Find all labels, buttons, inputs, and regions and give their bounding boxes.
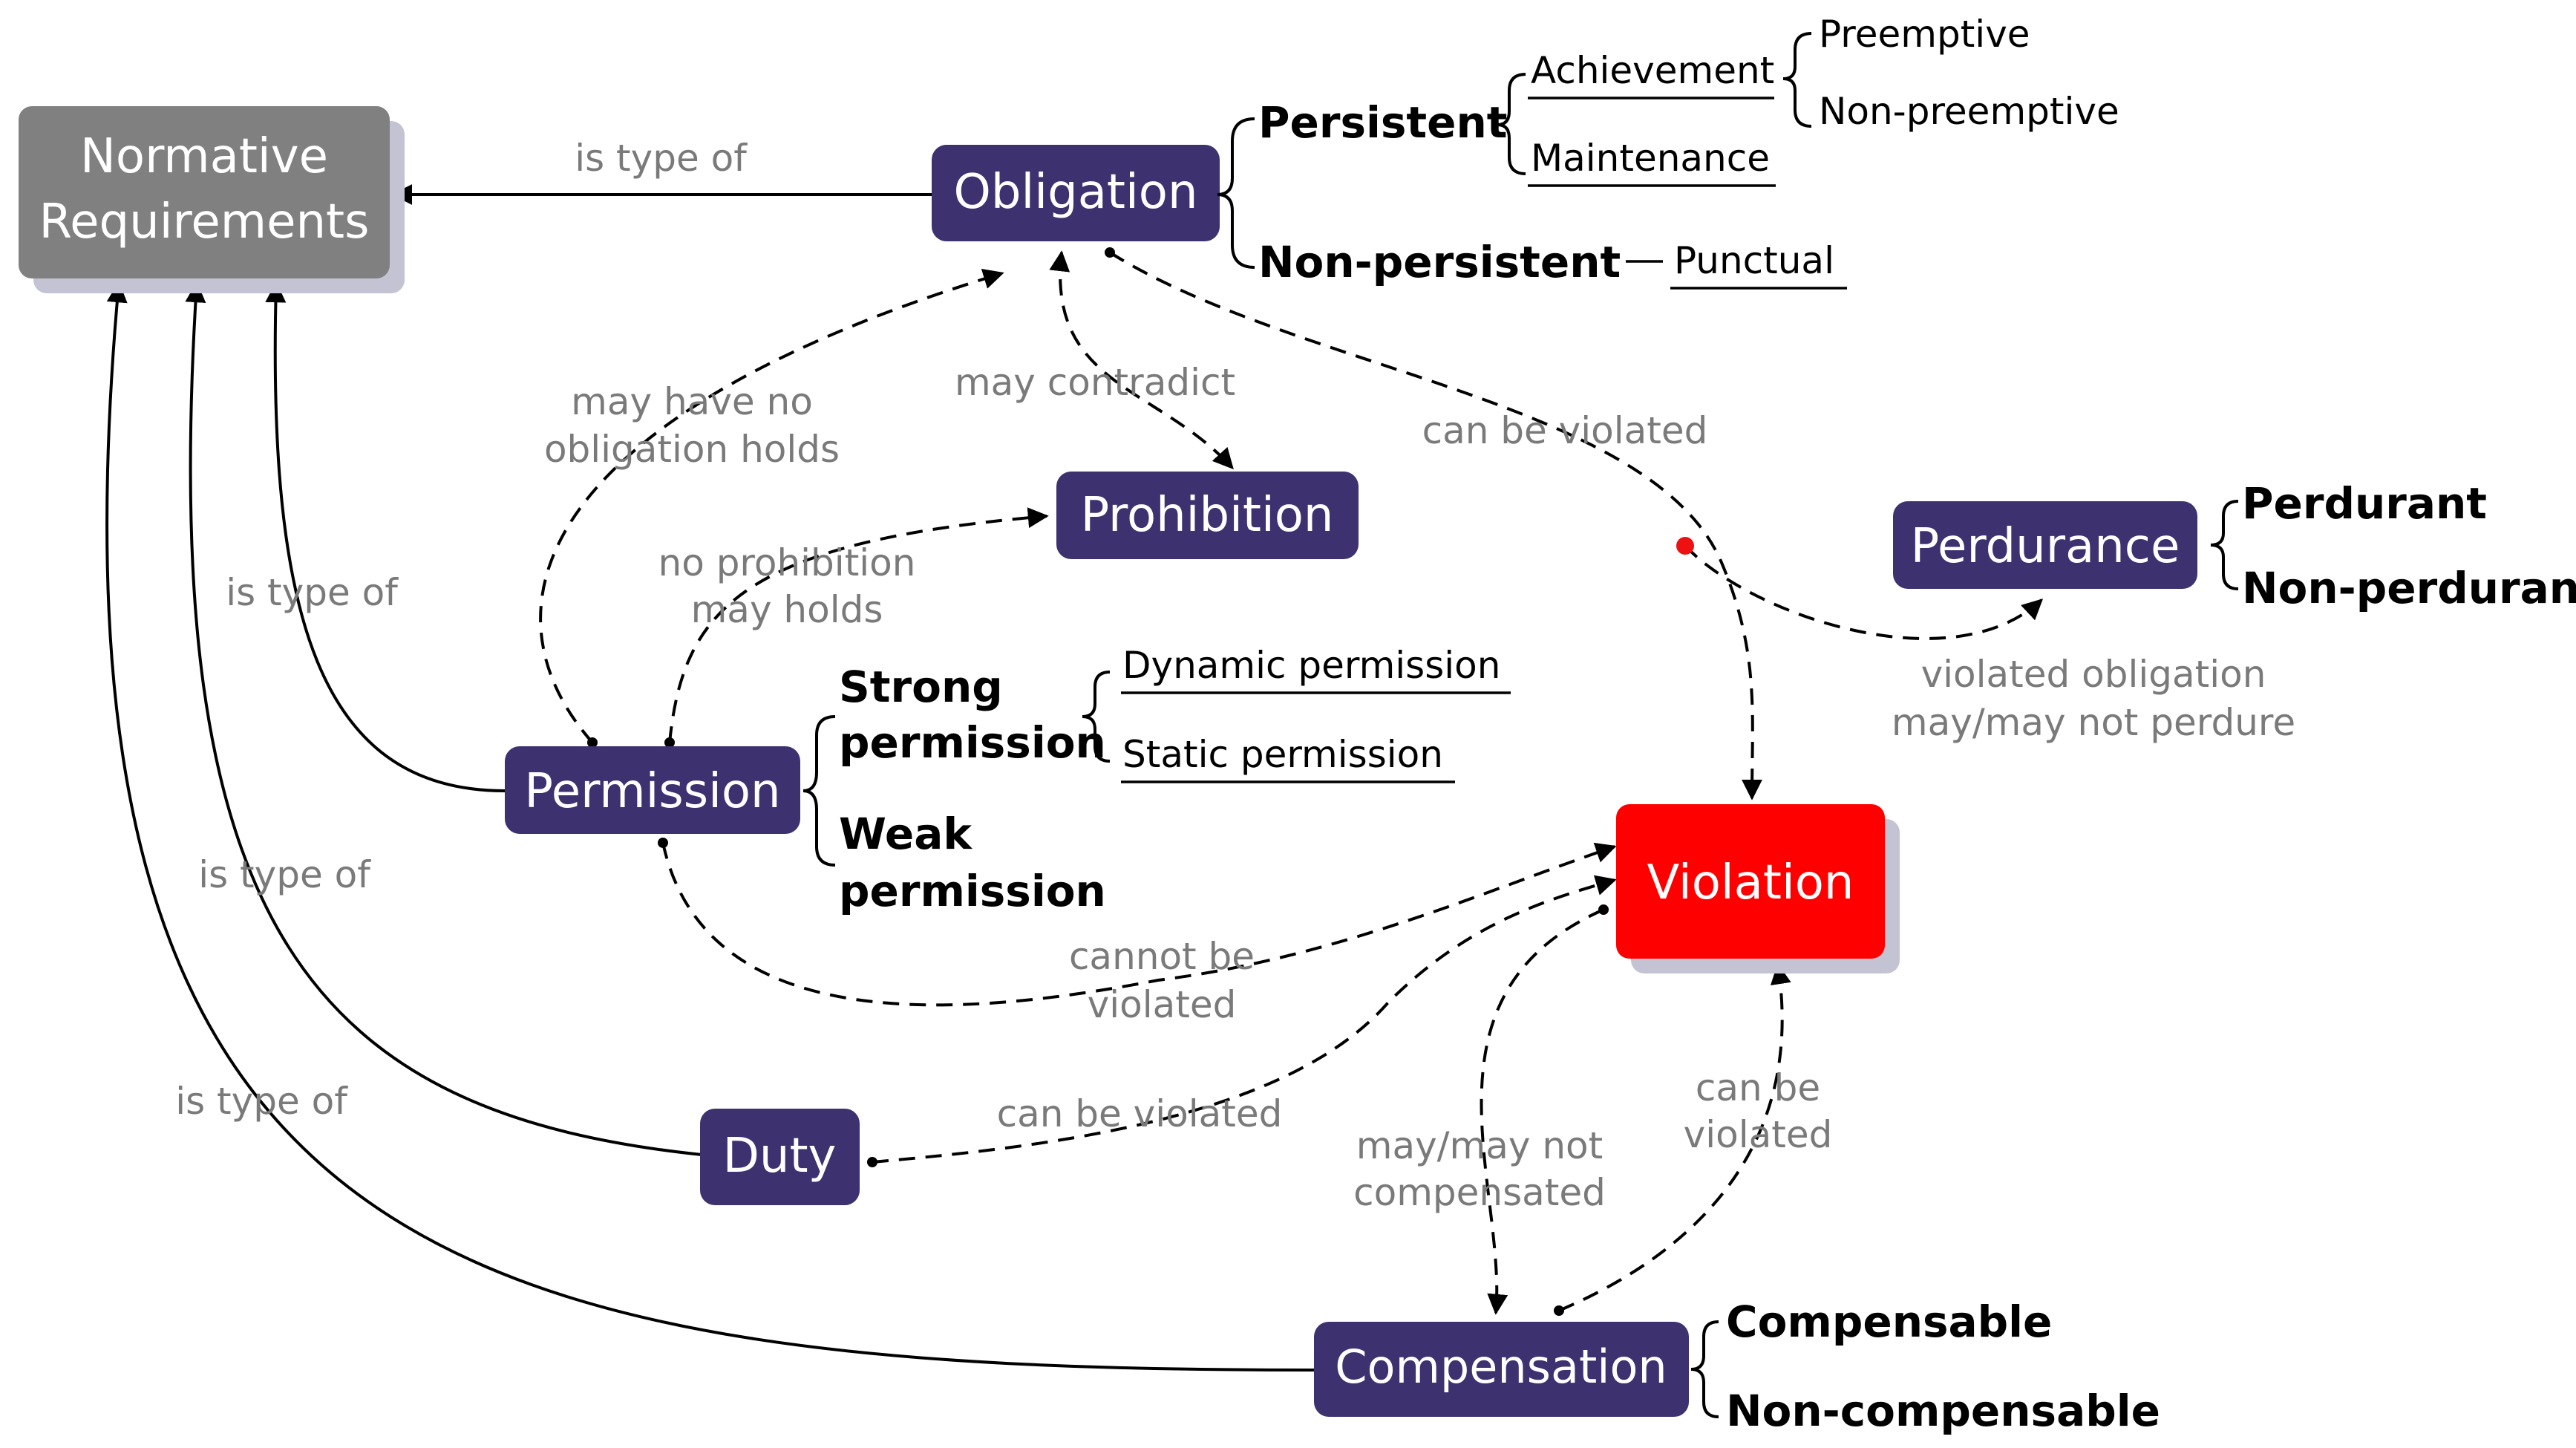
preemptive-text: Preemptive [1819,13,2030,56]
edge-permission-cannot-be-violated [661,842,1617,1007]
maintenance-text: Maintenance [1531,137,1770,180]
non-compensable-text: Non-compensable [1726,1386,2160,1436]
edge-permission-is-type-of [265,281,506,792]
permission-brace [802,715,836,867]
persistent-brace [1497,73,1526,175]
label-duty-can-be-violated: can be violated [997,1092,1283,1135]
strong-permission-brace [1082,671,1111,763]
edge-perdurance [1684,544,2044,640]
duty-node[interactable] [700,1109,860,1205]
label-obligation-can-be-violated: can be violated [1422,409,1708,452]
perdurance-label: Perdurance [1911,519,2180,574]
compensation-label: Compensation [1335,1340,1667,1394]
edge-dot-obligation [1105,247,1115,258]
label-no-obligation-line2: obligation holds [544,428,840,471]
edge-permission-no-prohibition [668,507,1049,743]
label-comp-violated-line2: violated [1684,1113,1833,1156]
obligation-label: Obligation [954,165,1198,220]
obligation-brace [1217,117,1255,269]
non-preemptive-text: Non-preemptive [1819,90,2119,133]
edge-duty-is-type-of [185,281,702,1156]
label-comp-violated-line1: can be [1696,1066,1820,1109]
edge-dot-permission-no-obligation [587,737,598,748]
permission-label: Permission [524,764,780,819]
weak-permission-line1: Weak [839,809,972,859]
label-permission-is-type-of: is type of [226,571,399,614]
non-persistent-text: Non-persistent [1258,237,1621,287]
prohibition-node[interactable] [1056,472,1359,559]
label-compensated-line1: may/may not [1356,1124,1604,1167]
permission-node[interactable] [505,746,800,834]
compensation-node[interactable] [1314,1322,1689,1417]
perdurance-brace [2210,500,2239,590]
edge-dot-duty [867,1157,877,1167]
strong-permission-line2: permission [839,717,1106,768]
red-dot [1676,537,1694,555]
edge-compensation-can-be-violated [1558,963,1791,1312]
achievement-text: Achievement [1531,49,1774,92]
label-duty-is-type-of: is type of [198,853,371,896]
normative-label-line1: Normative [80,129,328,184]
perdurant-text: Perdurant [2242,478,2487,529]
label-perdure-line1: violated obligation [1921,653,2266,696]
label-compensation-is-type-of: is type of [175,1080,348,1123]
obligation-node[interactable] [932,145,1220,241]
label-cannot-violated-line2: violated [1088,983,1237,1026]
edge-permission-no-obligation [539,268,1004,744]
violation-node[interactable] [1616,804,1885,959]
duty-label: Duty [723,1129,837,1184]
label-perdure-line2: may/may not perdure [1892,701,2295,744]
normative-node[interactable] [19,106,390,278]
edge-obligation-can-be-violated [1108,251,1763,800]
edge-violation-compensated [1480,908,1604,1315]
prohibition-label: Prohibition [1081,488,1334,543]
label-no-prohibition-line1: no prohibition [658,541,916,584]
punctual-text: Punctual [1674,239,1834,282]
normative-label-line2: Requirements [39,195,370,250]
achievement-brace [1782,32,1812,128]
compensable-text: Compensable [1726,1297,2052,1347]
weak-permission-line2: permission [839,866,1106,916]
violation-label: Violation [1647,855,1854,910]
label-compensated-line2: compensated [1353,1171,1606,1214]
perdurance-node[interactable] [1893,501,2197,589]
label-obligation-is-type-of: is type of [575,137,748,180]
static-permission-text: Static permission [1122,733,1443,776]
label-no-prohibition-line2: may holds [691,588,883,631]
edge-dot-violation [1598,904,1609,915]
edge-duty-can-be-violated [872,875,1617,1164]
edge-may-contradict [1049,250,1234,470]
non-perdurant-text: Non-perdurant [2242,563,2576,613]
label-cannot-violated-line1: cannot be [1069,935,1255,978]
edge-dot-permission-cannot [658,838,668,848]
dynamic-permission-text: Dynamic permission [1122,644,1500,687]
edge-dot-compensation [1554,1305,1564,1316]
edge-compensation-is-type-of [105,281,1315,1372]
label-no-obligation-line1: may have no [571,380,813,423]
strong-permission-line1: Strong [839,662,1003,712]
compensation-brace [1690,1320,1719,1418]
edge-dot-permission-no-prohibition [664,737,675,748]
persistent-text: Persistent [1258,97,1507,148]
label-may-contradict: may contradict [955,361,1235,404]
